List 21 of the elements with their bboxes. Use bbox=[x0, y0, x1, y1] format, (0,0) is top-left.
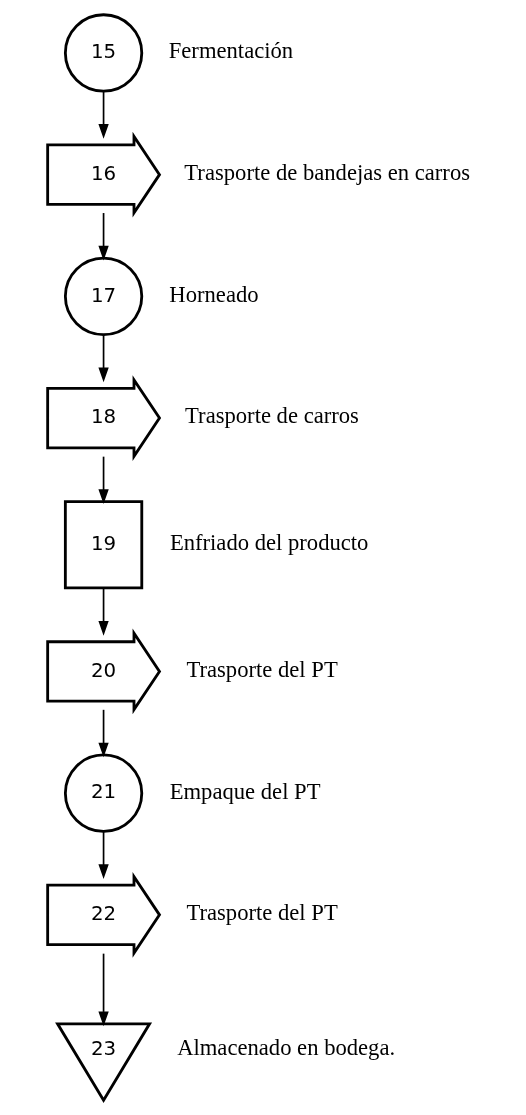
arrow bbox=[97, 587, 109, 636]
node-label: Trasporte de bandejas en carros bbox=[183, 160, 470, 186]
node-circle: 21 bbox=[63, 753, 143, 833]
node-label: Trasporte de carros bbox=[184, 403, 359, 429]
node-label: Enfriado del producto bbox=[169, 530, 368, 556]
arrow bbox=[97, 830, 109, 880]
node-circle: 15 bbox=[63, 13, 143, 93]
arrow bbox=[97, 455, 109, 504]
arrow bbox=[97, 952, 109, 1027]
node-label: Almacenado en bodega. bbox=[176, 1034, 395, 1060]
arrow bbox=[97, 708, 109, 758]
node-label: Trasporte del PT bbox=[185, 656, 338, 682]
node-box: 19 bbox=[63, 500, 143, 590]
node-label: Fermentación bbox=[168, 38, 293, 64]
node-circle: 17 bbox=[63, 256, 143, 336]
node-label: Trasporte del PT bbox=[185, 900, 338, 926]
arrow bbox=[97, 333, 109, 383]
arrow bbox=[97, 90, 109, 139]
node-label: Empaque del PT bbox=[169, 778, 320, 804]
arrow bbox=[97, 212, 109, 261]
node-label: Horneado bbox=[168, 281, 259, 307]
